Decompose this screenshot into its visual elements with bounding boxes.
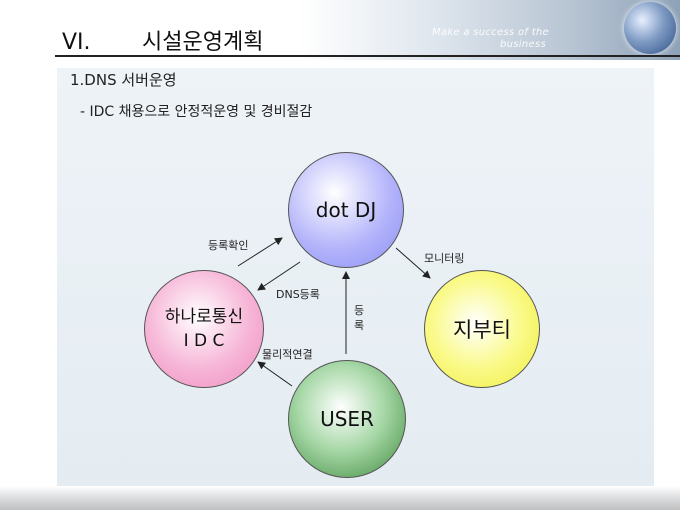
banner-slogan-line1: Make a success of the	[432, 27, 550, 38]
banner-slogan: Make a success of the business	[432, 27, 549, 51]
header-divider	[55, 55, 680, 57]
node-jibuti: 지부티	[424, 270, 540, 388]
node-user-label: USER	[320, 407, 374, 431]
node-user: USER	[288, 360, 406, 478]
arrow-user-to-idc	[257, 361, 293, 387]
section-title: 1.DNS 서버운영	[70, 71, 177, 89]
node-dot-dj: dot DJ	[288, 152, 404, 268]
floor-gradient	[0, 486, 680, 510]
node-hanaro-idc: 하나로통신 I D C	[144, 270, 264, 388]
chapter-number: VI.	[62, 30, 91, 55]
edge-label-register: 등록	[353, 304, 365, 332]
banner-slogan-line2: business	[500, 39, 546, 50]
section-bullet: - IDC 채용으로 안정적운영 및 경비절감	[80, 104, 313, 120]
edge-label-dns-register: DNS등록	[276, 288, 320, 301]
arrow-dotdj-to-idc	[257, 261, 301, 291]
edge-label-register-confirm: 등록확인	[208, 239, 249, 252]
arrow-idc-to-dotdj	[237, 237, 283, 267]
node-idc-label-line2: I D C	[183, 331, 225, 351]
edge-label-physical-link: 물리적연결	[262, 348, 313, 361]
chapter-title: 시설운영계획	[142, 30, 264, 55]
header-banner: Make a success of the business	[300, 0, 680, 60]
node-jibuti-label: 지부티	[453, 318, 511, 342]
page-title: VI. 시설운영계획	[62, 24, 263, 56]
globe-icon	[624, 2, 676, 54]
node-idc-label-line1: 하나로통신	[164, 307, 244, 327]
edge-label-monitoring: 모니터링	[424, 252, 465, 265]
node-dot-dj-label: dot DJ	[315, 198, 377, 222]
arrow-dotdj-to-jibuti	[395, 247, 431, 279]
